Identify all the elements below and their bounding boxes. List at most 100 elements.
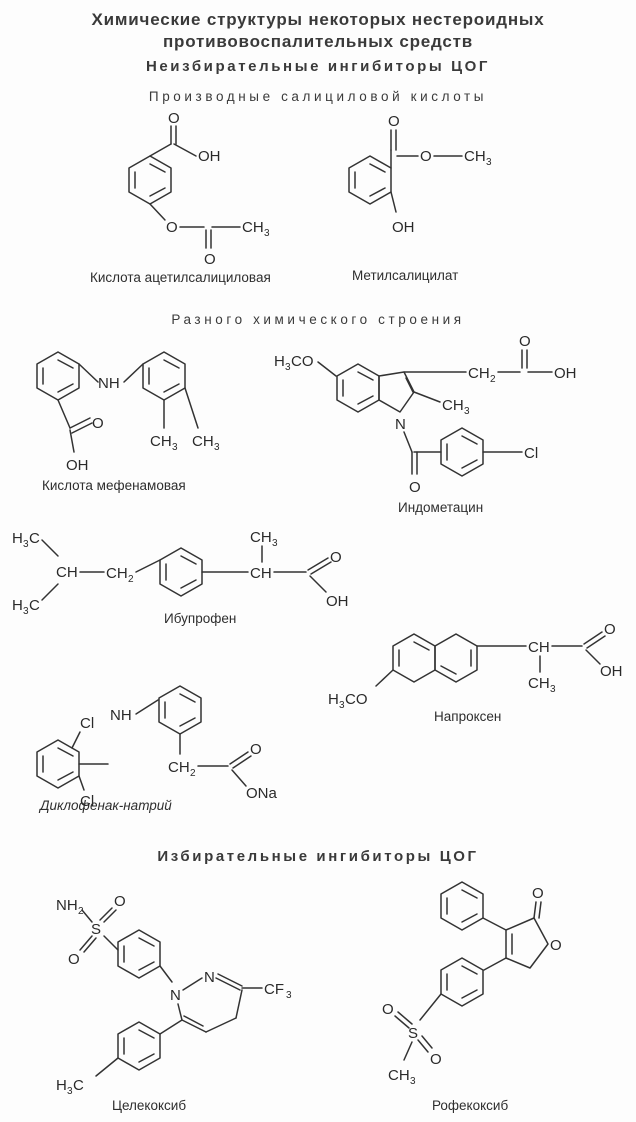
page-title-line2: противовоспалительных средств bbox=[162, 32, 474, 51]
atom-O: O bbox=[388, 113, 400, 130]
atom-NH: NH bbox=[110, 707, 132, 724]
caption-methylsalicylate: Метилсалицилат bbox=[352, 268, 459, 283]
structure-celecoxib: NH 2 S O O N N CF 3 bbox=[56, 893, 292, 1097]
svg-text:C: C bbox=[29, 597, 40, 614]
caption-mefenamic: Кислота мефенамовая bbox=[42, 478, 186, 493]
section-selective: Избирательные ингибиторы ЦОГ bbox=[157, 848, 479, 865]
svg-text:2: 2 bbox=[190, 768, 196, 779]
benzene-ring bbox=[117, 929, 161, 979]
caption-naproxen: Напроксен bbox=[434, 709, 502, 724]
structure-mefenamic: NH CH 3 CH 3 O OH bbox=[36, 351, 220, 474]
caption-indomethacin: Индометацин bbox=[398, 500, 484, 515]
svg-text:3: 3 bbox=[172, 442, 178, 453]
svg-text:3: 3 bbox=[486, 157, 492, 168]
atom-Cl: Cl bbox=[80, 715, 94, 732]
atom-O: O bbox=[250, 741, 262, 758]
atom-N: N bbox=[395, 416, 406, 433]
benzene-ring bbox=[36, 739, 80, 789]
subsection-various: Разного химического строения bbox=[171, 312, 465, 327]
atom-O: O bbox=[114, 893, 126, 910]
atom-S: S bbox=[91, 921, 101, 938]
caption-diclofenac: Диклофенак-натрий bbox=[40, 798, 172, 813]
atom-CH3: CH bbox=[150, 433, 172, 450]
atom-OH: OH bbox=[392, 219, 415, 236]
svg-text:C: C bbox=[73, 1077, 84, 1094]
atom-OH: OH bbox=[326, 593, 349, 610]
pyrrole-ring bbox=[378, 371, 415, 413]
benzene-ring bbox=[117, 1021, 161, 1071]
atom-OH: OH bbox=[66, 457, 89, 474]
atom-CF3: CF bbox=[264, 981, 284, 998]
atom-O: O bbox=[420, 148, 432, 165]
caption-celecoxib: Целекоксиб bbox=[112, 1098, 187, 1113]
atom-CH3: CH bbox=[442, 397, 464, 414]
svg-text:3: 3 bbox=[272, 538, 278, 549]
svg-text:2: 2 bbox=[78, 906, 84, 917]
atom-H3C: H bbox=[12, 530, 23, 547]
structure-naproxen: H 3 CO CH CH 3 O OH bbox=[328, 621, 623, 711]
benzene-ring bbox=[159, 547, 203, 597]
structure-rofecoxib: O O S O O CH 3 bbox=[382, 881, 562, 1087]
atom-O: O bbox=[532, 885, 544, 902]
caption-ibuprofen: Ибупрофен bbox=[164, 611, 237, 626]
atom-OH: OH bbox=[554, 365, 577, 382]
atom-OH: OH bbox=[198, 148, 221, 165]
svg-text:C: C bbox=[29, 530, 40, 547]
atom-O: O bbox=[166, 219, 178, 236]
svg-text:3: 3 bbox=[23, 606, 29, 617]
atom-CH3: CH bbox=[242, 219, 264, 236]
svg-text:CO: CO bbox=[291, 353, 314, 370]
atom-O: O bbox=[92, 415, 104, 432]
atom-CH3: CH bbox=[464, 148, 486, 165]
atom-CH2: CH bbox=[468, 365, 490, 382]
caption-rofecoxib: Рофекоксиб bbox=[432, 1098, 509, 1113]
svg-text:3: 3 bbox=[214, 442, 220, 453]
svg-text:3: 3 bbox=[550, 684, 556, 695]
svg-text:3: 3 bbox=[410, 1076, 416, 1087]
atom-Cl: Cl bbox=[80, 793, 94, 810]
benzene-ring bbox=[440, 957, 484, 1007]
atom-N: N bbox=[204, 969, 215, 986]
atom-CH3: CH bbox=[528, 675, 550, 692]
atom-CH: CH bbox=[56, 564, 78, 581]
svg-text:3: 3 bbox=[286, 990, 292, 1001]
svg-text:CO: CO bbox=[345, 691, 368, 708]
atom-CH3: CH bbox=[250, 529, 272, 546]
structure-diclofenac: Cl Cl NH CH 2 O ONa bbox=[36, 685, 278, 810]
atom-H3CO: H bbox=[328, 691, 339, 708]
svg-text:3: 3 bbox=[67, 1086, 73, 1097]
atom-CH2: CH bbox=[168, 759, 190, 776]
atom-OH: OH bbox=[600, 663, 623, 680]
atom-O: O bbox=[409, 479, 421, 496]
atom-NH2: NH bbox=[56, 897, 78, 914]
atom-CH2: CH bbox=[106, 565, 128, 582]
structure-methylsalicylate: O O CH 3 OH bbox=[348, 113, 492, 236]
subsection-salicylic: Производные салициловой кислоты bbox=[148, 89, 488, 104]
svg-text:2: 2 bbox=[490, 374, 496, 385]
atom-O: O bbox=[68, 951, 80, 968]
atom-CH: CH bbox=[528, 639, 550, 656]
benzene-ring bbox=[440, 881, 484, 931]
atom-O: O bbox=[550, 937, 562, 954]
structure-aspirin: O OH O O CH 3 bbox=[128, 110, 270, 268]
svg-text:3: 3 bbox=[23, 539, 29, 550]
caption-aspirin: Кислота ацетилсалициловая bbox=[90, 270, 271, 285]
atom-CH3: CH bbox=[192, 433, 214, 450]
atom-O: O bbox=[604, 621, 616, 638]
atom-Cl: Cl bbox=[524, 445, 538, 462]
atom-O: O bbox=[519, 333, 531, 350]
atom-CH: CH bbox=[250, 565, 272, 582]
svg-text:2: 2 bbox=[128, 574, 134, 585]
page-title-line1: Химические структуры некоторых нестероид… bbox=[91, 10, 545, 29]
atom-H3C: H bbox=[12, 597, 23, 614]
atom-CH3: CH bbox=[388, 1067, 410, 1084]
atom-ONa: ONa bbox=[246, 785, 278, 802]
svg-text:3: 3 bbox=[464, 406, 470, 417]
atom-N: N bbox=[170, 987, 181, 1004]
atom-H3CO: H bbox=[274, 353, 285, 370]
svg-text:3: 3 bbox=[285, 362, 291, 373]
benzene-ring bbox=[440, 427, 484, 477]
atom-S: S bbox=[408, 1025, 418, 1042]
